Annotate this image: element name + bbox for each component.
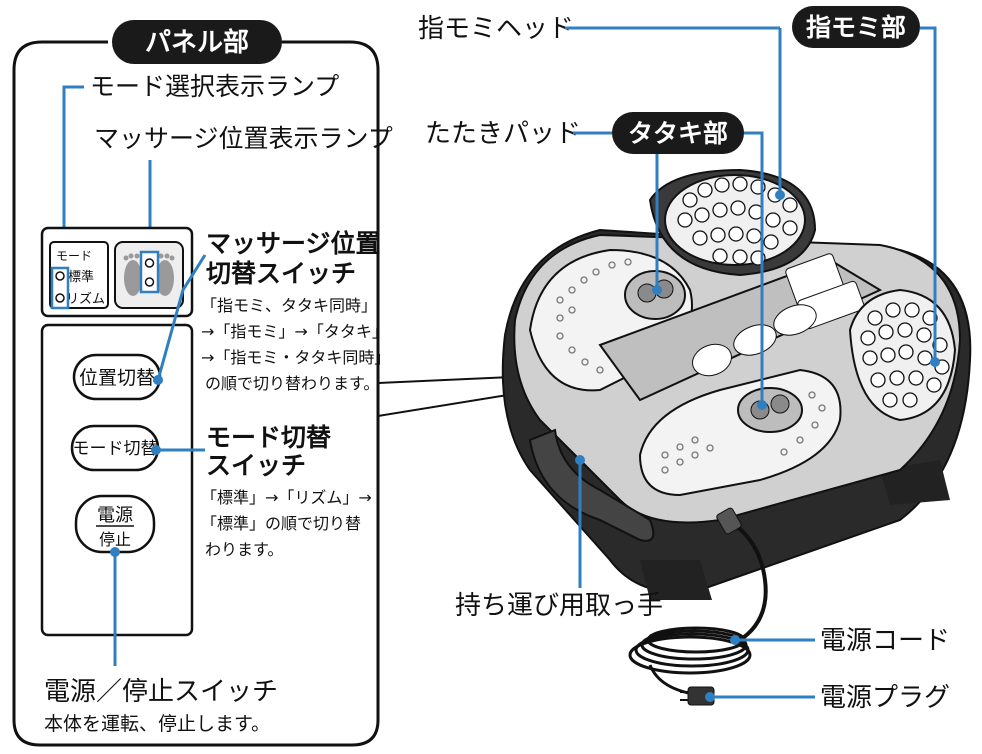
foot-massager-illustration xyxy=(501,168,972,706)
position-lamp-label: マッサージ位置表示ランプ xyxy=(94,124,393,153)
handle-label: 持ち運び用取っ手 xyxy=(455,591,663,621)
position-switch-title-1: マッサージ位置 xyxy=(206,229,381,258)
position-switch-leader xyxy=(156,254,207,381)
tap-section-pill: タタキ部 xyxy=(612,112,744,154)
mode-switch-button[interactable]: モード切替 xyxy=(70,424,160,472)
panel-mode-text: モード xyxy=(56,249,92,263)
power-button-line1: 電源 xyxy=(97,505,133,526)
position-switch-desc-4: の順で切り替わります。 xyxy=(205,374,379,393)
mode-switch-desc-1: 「標準」→「リズム」→ xyxy=(201,488,372,507)
position-switch-title-2: 切替スイッチ xyxy=(206,259,356,288)
panel-rhythm-text: リズム xyxy=(66,291,105,307)
position-lamp-top xyxy=(144,258,155,268)
panel-standard-text: 標準 xyxy=(68,269,94,285)
position-lamp-bottom xyxy=(144,277,155,287)
feet-icon xyxy=(123,253,175,296)
finger-section-label: 指モミ部 xyxy=(806,13,906,42)
tap-pad-label: たたきパッド xyxy=(425,119,581,149)
tap-section-label: タタキ部 xyxy=(628,119,728,148)
position-switch-button[interactable]: 位置切替 xyxy=(72,353,162,401)
rhythm-lamp xyxy=(55,293,65,303)
mode-switch-title-2: スイッチ xyxy=(206,451,306,480)
position-switch-desc-1: 「指モミ、タタキ同時」 xyxy=(201,296,377,315)
panel-title-pill: パネル部 xyxy=(112,20,282,64)
mode-switch-title-1: モード切替 xyxy=(206,423,331,452)
mode-switch-desc-3: わります。 xyxy=(205,540,283,559)
mode-lamp-label: モード選択表示ランプ xyxy=(90,72,339,101)
power-cord-label: 電源コード xyxy=(820,626,950,656)
position-switch-desc-2: →「指モミ」→「タタキ」 xyxy=(201,322,388,341)
panel-frame xyxy=(12,40,380,747)
finger-head-label: 指モミヘッド xyxy=(418,14,574,44)
power-button[interactable]: 電源 停止 xyxy=(74,494,156,554)
power-switch-desc: 本体を運転、停止します。 xyxy=(44,713,270,735)
panel-title: パネル部 xyxy=(145,28,249,58)
power-button-line2: 停止 xyxy=(99,530,131,549)
power-plug-label: 電源プラグ xyxy=(820,683,950,713)
mode-button-text: モード切替 xyxy=(73,439,158,459)
mode-switch-desc-2: 「標準」の順で切り替 xyxy=(201,514,361,533)
position-button-text: 位置切替 xyxy=(79,367,155,389)
finger-section-pill: 指モミ部 xyxy=(792,6,920,48)
control-panel: モード 標準 リズム 位置切替 xyxy=(40,226,194,637)
position-switch-desc-3: →「指モミ・タタキ同時」 xyxy=(201,348,390,367)
standard-lamp xyxy=(55,271,65,281)
power-switch-title: 電源／停止スイッチ xyxy=(44,677,278,707)
panel-callout: パネル部 モード選択表示ランプ マッサージ位置表示ランプ モード 標準 リズム xyxy=(12,20,601,747)
